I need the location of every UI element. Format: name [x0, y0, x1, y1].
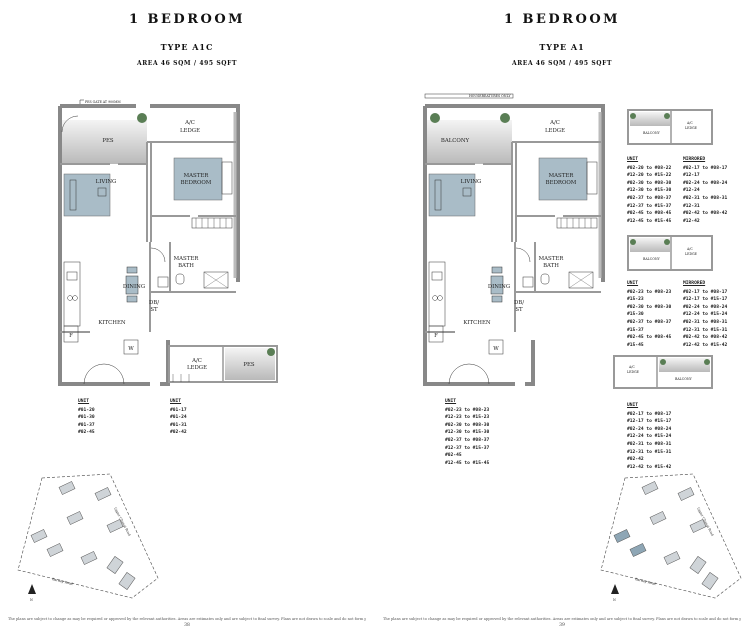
room-store1: DB/ — [514, 300, 524, 306]
room-bath: BATH — [178, 263, 194, 269]
left-page: 1 BEDROOM TYPE A1C AREA 46 SQM / 495 SQF… — [0, 0, 374, 631]
inner-wall — [425, 141, 601, 242]
room-dining: DINING — [123, 284, 145, 290]
unit-list-2: UNIT #01-17 #01-24 #01-31 #02-42 — [170, 399, 187, 436]
room-living: LIVING — [461, 179, 482, 185]
unit-list-5: UNIT #02-23 to #08-23 #12-23 to #15-23 #… — [445, 399, 490, 466]
inset-plan: A/C LEDGE PES — [168, 345, 278, 383]
room-balcony: BALCONY — [441, 138, 470, 144]
room-ledge: LEDGE — [545, 128, 565, 134]
disclaimer: The plans are subject to change as may b… — [8, 617, 366, 621]
site-plan: Upper Changi Road Bartley Road N — [17, 473, 159, 602]
room-bedroom: BEDROOM — [546, 180, 577, 186]
dining-table — [490, 275, 504, 295]
road-label-2: Bartley Road — [635, 577, 656, 586]
page-number: 39 — [559, 623, 565, 628]
fridge-label: F — [69, 333, 73, 339]
floor-plan: PES GATE AT 900MM PES A/C LEDGE LIVING M… — [58, 99, 240, 386]
plant-icon — [267, 348, 275, 356]
variant1-ac: A/C — [686, 121, 693, 125]
room-bath: BATH — [543, 263, 559, 269]
variant-plan-2: BALCONY A/C LEDGE — [627, 235, 713, 271]
room-kitchen: KITCHEN — [98, 320, 126, 326]
variant3-balcony: BALCONY — [675, 377, 693, 381]
inset-pes: PES — [243, 362, 255, 368]
floor-plan: HOUSEREATURES ONLY BALCONY A/C LEDGE LIV… — [423, 93, 605, 386]
page-number: 38 — [184, 623, 190, 628]
unit-list-3: UNIT #02-23 to #08-23 #15-23 #02-30 to #… — [627, 281, 672, 348]
unit-list-2: MIRRORED #02-17 to #08-17 #12-17 #02-24 … — [683, 157, 728, 224]
variant-plan-1: BALCONY A/C LEDGE — [627, 109, 713, 145]
inset-ac: A/C — [191, 358, 202, 364]
room-bedroom: BEDROOM — [181, 180, 212, 186]
living-room — [63, 173, 111, 217]
unit-list-1: UNIT #01-20 #01-30 #01-37 #02-45 — [78, 399, 95, 436]
variant-plan-3: A/C LEDGE BALCONY — [613, 355, 713, 389]
kitchen-counter — [63, 261, 81, 327]
plant-icon — [430, 113, 440, 123]
room-ac: A/C — [184, 120, 195, 126]
pes-area — [62, 120, 147, 164]
plant-icon — [500, 113, 510, 123]
variant2-ac: A/C — [686, 247, 693, 251]
room-store2: ST — [515, 307, 523, 313]
inner-wall — [60, 141, 236, 242]
right-page: 1 BEDROOM TYPE A1 AREA 46 SQM / 495 SQFT… — [375, 0, 749, 631]
room-store1: DB/ — [149, 300, 159, 306]
sofa — [69, 179, 77, 211]
washer-label: W — [493, 346, 499, 352]
gate-note: PES GATE AT 900MM — [85, 100, 121, 104]
room-bath-master: MASTER — [539, 256, 565, 262]
fridge-label: F — [434, 333, 438, 339]
room-kitchen: KITCHEN — [463, 320, 491, 326]
plant-icon — [137, 113, 147, 123]
north-label: N — [30, 598, 33, 602]
room-ledge: LEDGE — [180, 128, 200, 134]
room-ac: A/C — [549, 120, 560, 126]
room-store2: ST — [150, 307, 158, 313]
site-plan: Upper Changi Road Bartley Road N — [600, 473, 742, 602]
balcony-area — [427, 120, 512, 164]
master-bedroom — [173, 157, 223, 201]
outer-wall — [423, 104, 605, 386]
variant3-ac: A/C — [628, 365, 635, 369]
living-room — [428, 173, 476, 217]
room-master: MASTER — [184, 173, 210, 179]
variant3-ledge: LEDGE — [627, 370, 640, 374]
room-bath-master: MASTER — [174, 256, 200, 262]
variant1-ledge: LEDGE — [685, 126, 698, 130]
room-living: LIVING — [96, 179, 117, 185]
variant2-balcony: BALCONY — [643, 257, 661, 261]
page-title: 1 BEDROOM — [503, 12, 621, 27]
unit-area: AREA 46 SQM / 495 SQFT — [136, 60, 238, 67]
road-label-2: Bartley Road — [52, 577, 73, 586]
unit-type: TYPE A1C — [160, 42, 214, 52]
unit-type: TYPE A1 — [539, 42, 585, 52]
master-bedroom — [538, 157, 588, 201]
variant1-balcony: BALCONY — [643, 131, 661, 135]
unit-list-6: UNIT #02-17 to #08-17 #12-17 to #15-17 #… — [627, 403, 672, 470]
page-title: 1 BEDROOM — [128, 12, 246, 27]
north-arrow-icon — [611, 584, 619, 594]
variant2-ledge: LEDGE — [685, 252, 698, 256]
dining-table — [125, 275, 139, 295]
room-pes: PES — [102, 138, 114, 144]
gate-note: HOUSEREATURES ONLY — [469, 94, 511, 98]
north-label: N — [613, 598, 616, 602]
disclaimer: The plans are subject to change as may b… — [383, 617, 741, 621]
unit-list-1: UNIT #02-20 to #08-22 #12-20 to #15-22 #… — [627, 157, 672, 224]
north-arrow-icon — [28, 584, 36, 594]
room-dining: DINING — [488, 284, 510, 290]
outer-wall — [58, 104, 240, 386]
unit-list-4: MIRRORED #02-17 to #08-17 #12-17 to #15-… — [683, 281, 728, 348]
inset-ledge: LEDGE — [187, 365, 207, 371]
unit-area: AREA 46 SQM / 495 SQFT — [511, 60, 613, 67]
room-master: MASTER — [549, 173, 575, 179]
washer-label: W — [128, 346, 134, 352]
